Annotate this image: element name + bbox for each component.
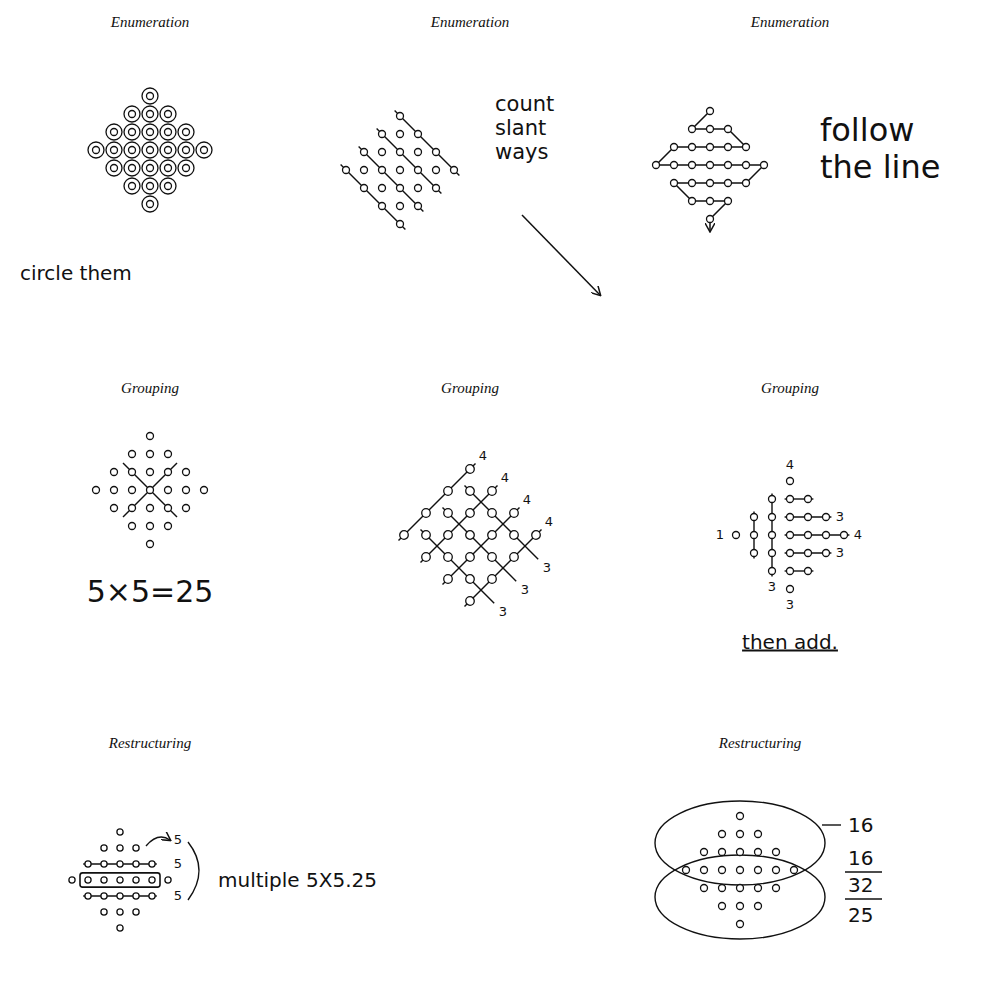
strategy-note: multiple 5X5.25 xyxy=(218,869,377,892)
computation: 16 xyxy=(848,847,873,870)
panel-title: Enumeration xyxy=(431,14,509,31)
panel-title: Grouping xyxy=(761,380,819,397)
computation: 32 xyxy=(848,874,873,897)
group-count: 3 xyxy=(768,580,776,595)
group-count: 5 xyxy=(174,857,182,872)
group-count: 3 xyxy=(521,583,529,598)
group-count: 5 xyxy=(174,889,182,904)
row-column-dots xyxy=(733,478,850,593)
strategy-note: then add. xyxy=(742,631,838,654)
restructured-dots xyxy=(69,829,171,931)
group-count: 3 xyxy=(836,546,844,561)
group-count: 3 xyxy=(836,510,844,525)
panel-title: Grouping xyxy=(121,380,179,397)
panel-title: Restructuring xyxy=(109,735,192,752)
panel-title: Restructuring xyxy=(719,735,802,752)
strategy-note: follow the line xyxy=(820,112,955,186)
diagonal-grouped-dots xyxy=(399,464,542,607)
circled-dots xyxy=(88,88,212,212)
strategy-note: circle them xyxy=(20,262,132,285)
computation: 25 xyxy=(848,904,873,927)
group-count: 1 xyxy=(716,528,724,543)
x-grouped-dots xyxy=(93,433,208,548)
equation: 5×5=25 xyxy=(87,575,214,610)
group-count: 4 xyxy=(854,528,862,543)
slant-dots xyxy=(341,111,460,230)
strategy-note: count slant ways xyxy=(495,92,570,164)
group-count: 5 xyxy=(174,833,182,848)
group-count: 4 xyxy=(501,471,509,486)
panel-title: Enumeration xyxy=(751,14,829,31)
group-count: 3 xyxy=(543,561,551,576)
panel-title: Grouping xyxy=(441,380,499,397)
computation: 16 xyxy=(848,814,873,837)
move-arrow xyxy=(146,837,170,846)
group-count: 4 xyxy=(545,515,553,530)
bracket xyxy=(188,842,199,900)
group-count: 4 xyxy=(786,458,794,473)
panel-title: Enumeration xyxy=(111,14,189,31)
group-count: 4 xyxy=(523,493,531,508)
group-count: 3 xyxy=(786,598,794,613)
slant-arrow xyxy=(522,215,600,295)
group-count: 4 xyxy=(479,449,487,464)
group-count: 3 xyxy=(499,605,507,620)
path-dots xyxy=(653,108,768,232)
overlap-dots xyxy=(655,801,882,939)
